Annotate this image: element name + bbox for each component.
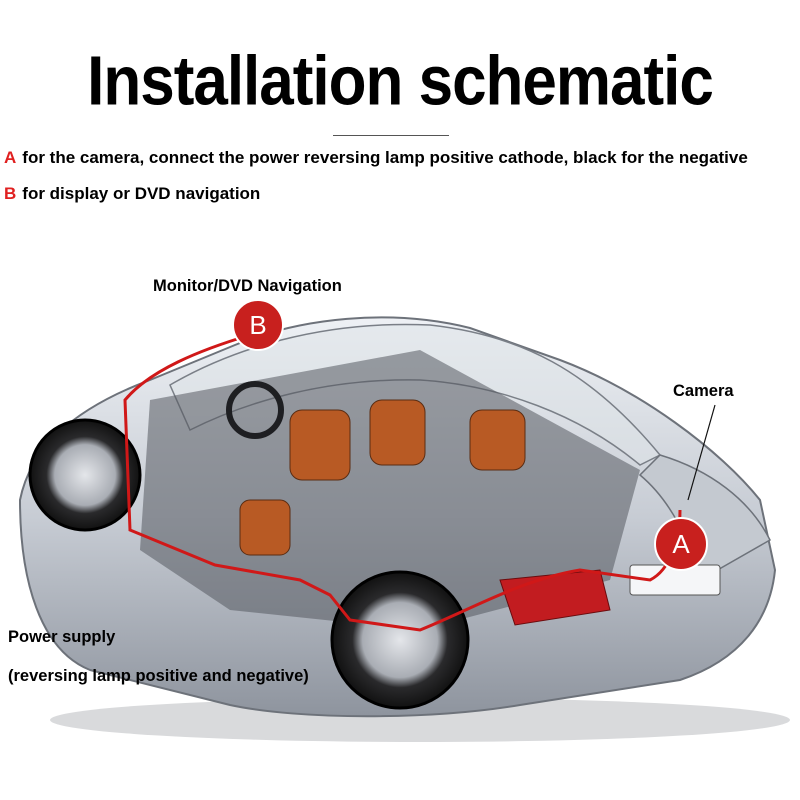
marker-a — [654, 517, 708, 571]
label-monitor-dvd: Monitor/DVD Navigation — [153, 277, 342, 295]
trunk-lid — [638, 454, 771, 582]
note-b-key: B — [4, 184, 17, 203]
note-a-key: A — [4, 148, 17, 167]
label-power-supply: Power supply — [8, 628, 116, 646]
marker-a-text: A — [672, 529, 690, 559]
steering-wheel — [226, 381, 284, 439]
car-cutaway-illustration: B A — [18, 299, 790, 742]
title-divider — [333, 135, 449, 136]
rear-wheel — [330, 570, 470, 710]
camera-leader-line — [687, 404, 716, 501]
marker-b-text: B — [249, 310, 266, 340]
label-camera: Camera — [673, 382, 734, 400]
page-title: Installation schematic — [87, 43, 714, 121]
marker-b — [232, 299, 284, 351]
front-wheel — [28, 418, 142, 532]
note-a-text: for the camera, connect the power revers… — [22, 148, 748, 167]
label-power-supply-detail: (reversing lamp positive and negative) — [8, 667, 309, 685]
note-b-text: for display or DVD navigation — [22, 184, 261, 203]
car-seats — [239, 399, 526, 556]
car-shadow — [50, 698, 790, 742]
wiring-harness — [123, 333, 682, 632]
